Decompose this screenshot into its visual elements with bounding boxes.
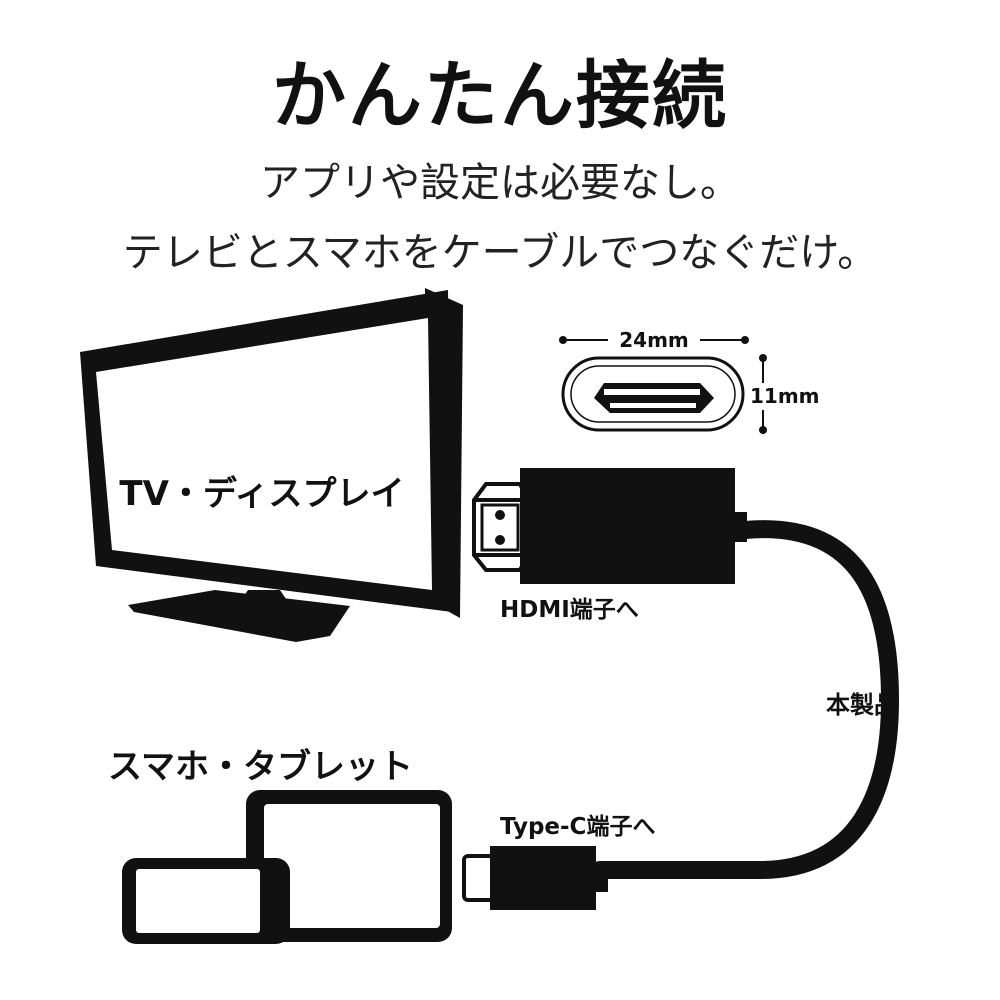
tv-label: TV・ディスプレイ [119, 474, 404, 514]
typec-connector-icon [462, 846, 608, 910]
cable-label: 本製品 [826, 691, 898, 719]
subtitle-line-2: テレビとスマホをケーブルでつなぐだけ。 [122, 230, 878, 276]
width-dimension-label: 24mm [619, 328, 689, 352]
cable-line [591, 520, 900, 879]
height-dimension-label: 11mm [750, 384, 820, 408]
hdmi-port-dimension-icon [559, 336, 767, 434]
smartphone-icon [122, 858, 290, 944]
page-title: かんたん接続 [272, 53, 728, 139]
typec-label: Type-C端子へ [500, 814, 655, 840]
hdmi-connector-icon [472, 468, 747, 584]
tv-icon [80, 288, 463, 642]
subtitle-line-1: アプリや設定は必要なし。 [260, 160, 740, 206]
hdmi-label: HDMI端子へ [500, 597, 639, 623]
devices-label: スマホ・タブレット [108, 747, 413, 787]
tablet-icon [246, 790, 452, 942]
